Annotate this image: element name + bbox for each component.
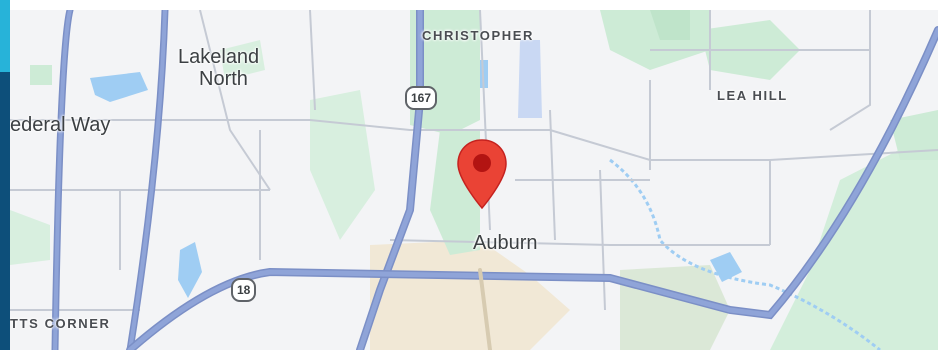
water-body: [518, 40, 542, 118]
map-canvas[interactable]: Lakeland North ederal Way CHRISTOPHER LE…: [10, 10, 938, 350]
park-area: [890, 110, 938, 160]
place-label-lea-hill: LEA HILL: [717, 88, 788, 103]
place-label-lakeland-north-2: North: [199, 68, 248, 90]
water-body: [178, 242, 202, 298]
park-area: [10, 210, 50, 265]
route-shield-18: 18: [231, 278, 257, 302]
route-shield-167: 167: [405, 86, 438, 110]
map-pin-icon[interactable]: [455, 138, 509, 210]
park-area: [30, 65, 52, 85]
water-body: [90, 72, 148, 102]
map-svg: [10, 10, 938, 350]
place-label-christopher: CHRISTOPHER: [422, 28, 534, 43]
park-area: [770, 130, 938, 350]
park-area: [220, 40, 265, 80]
highways: [51, 10, 938, 350]
edge-accent-bar-bottom: [0, 72, 10, 350]
park-area: [650, 10, 690, 40]
place-label-auburn: Auburn: [473, 232, 538, 254]
place-label-lakeland-north-1: Lakeland: [178, 46, 260, 68]
minor-roads: [10, 10, 938, 311]
urban-area: [370, 240, 570, 350]
place-label-potts-corner: TTS CORNER: [10, 316, 111, 331]
edge-accent-bar-top: [0, 0, 10, 72]
place-label-federal-way: ederal Way: [10, 114, 111, 136]
park-area: [310, 90, 375, 240]
